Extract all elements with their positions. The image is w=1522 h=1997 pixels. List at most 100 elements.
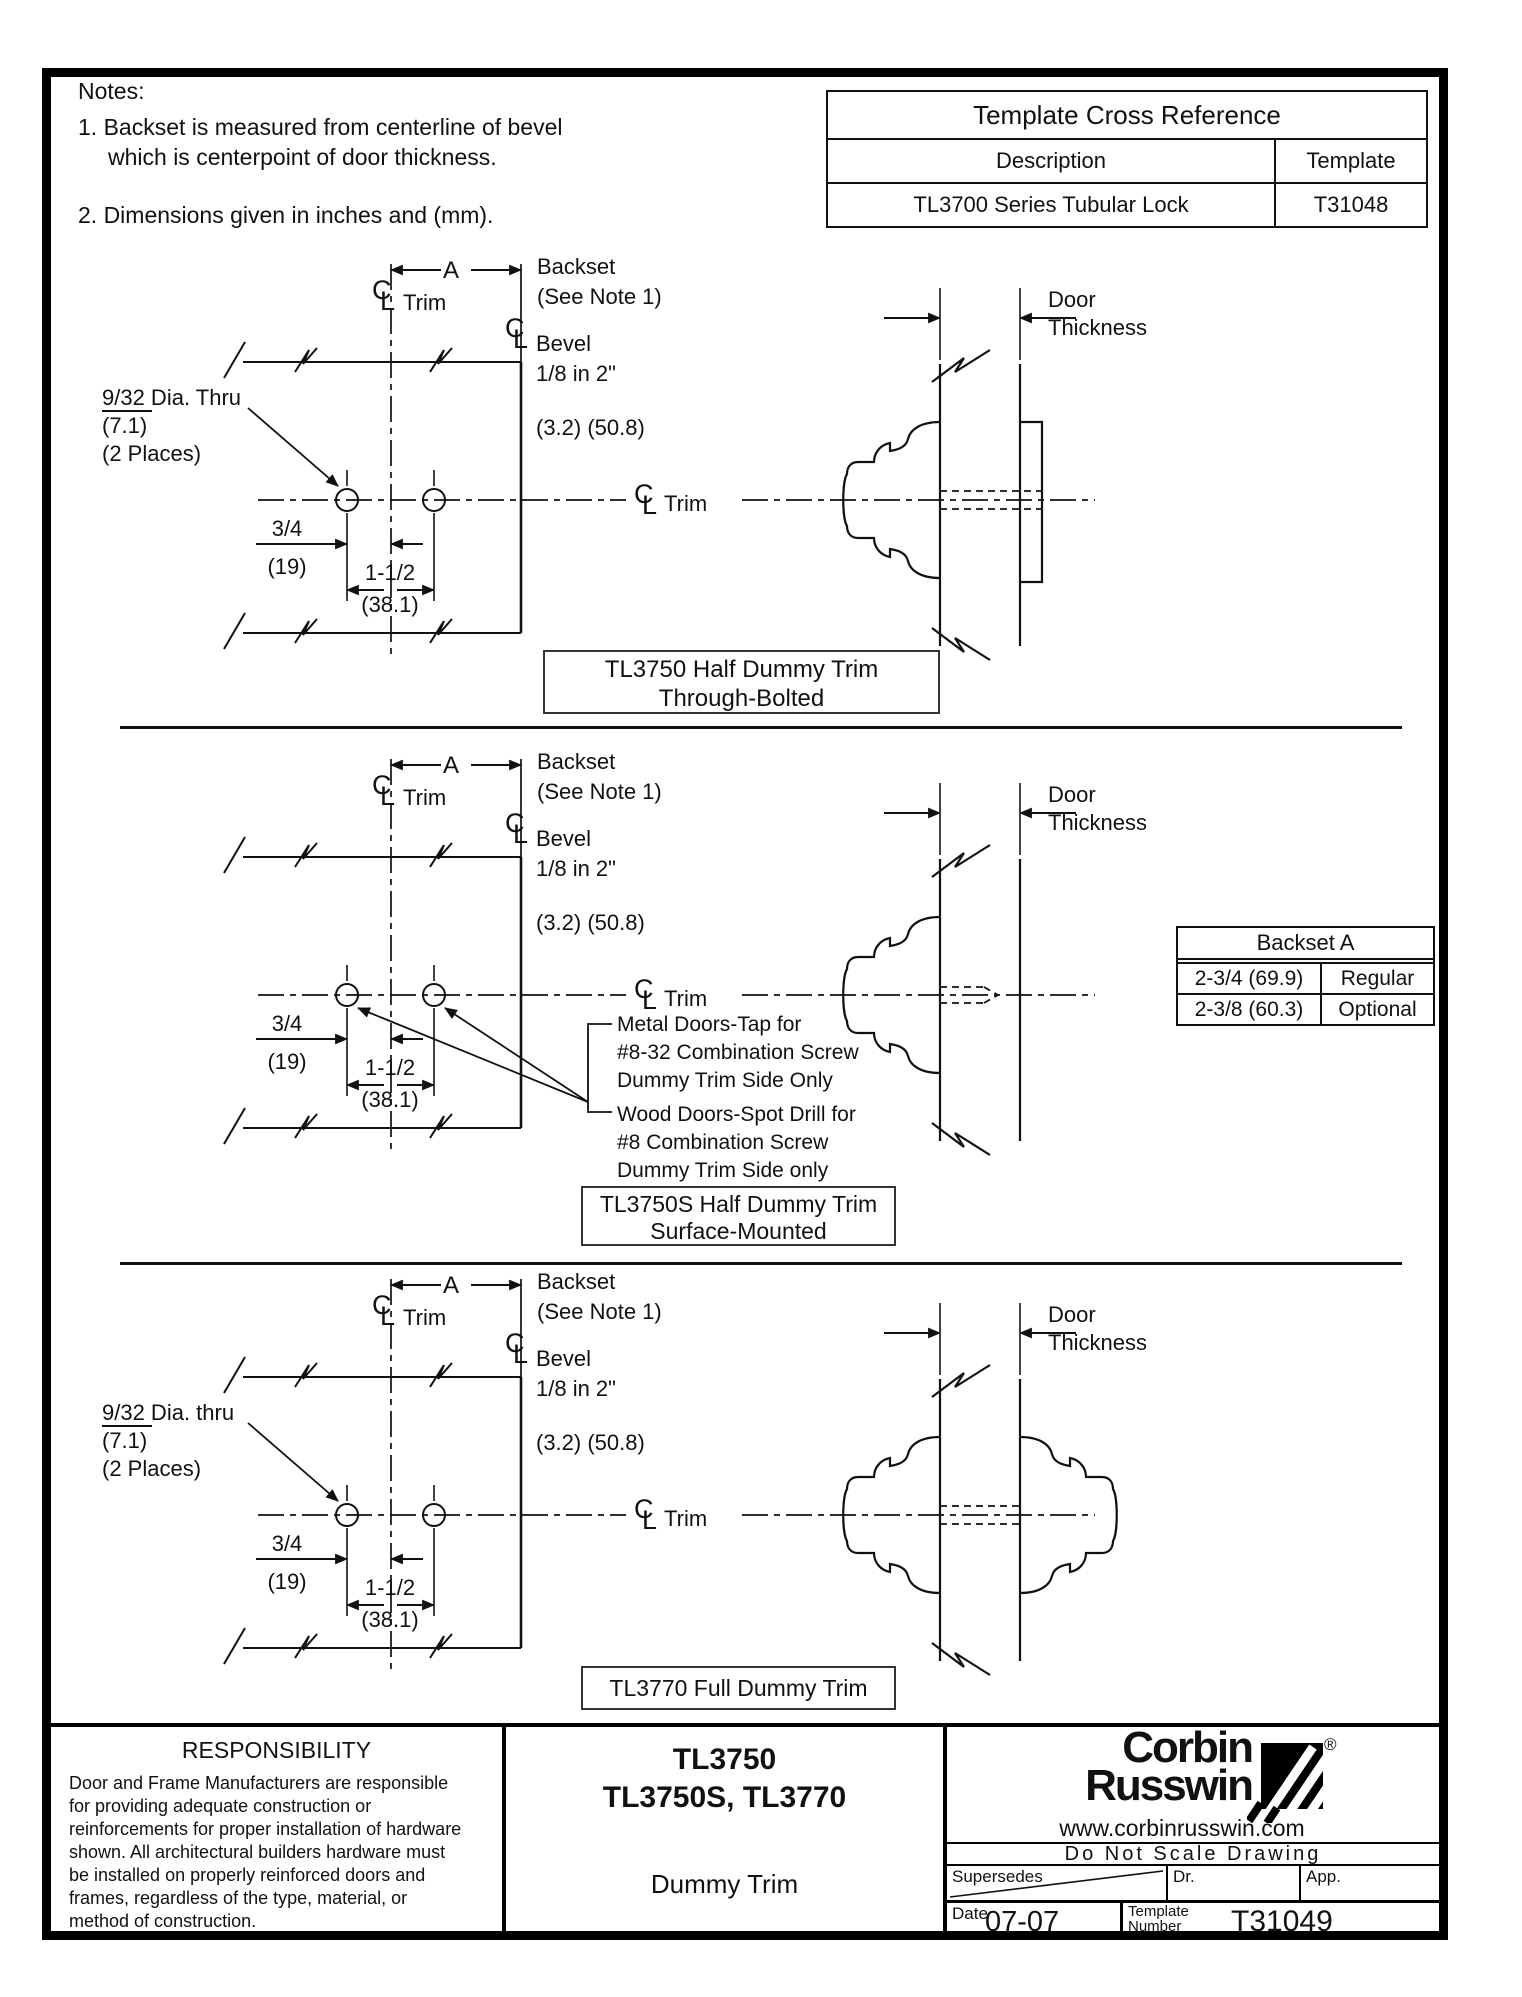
page-border [42,68,1448,1940]
corbin-russwin-logo: Corbin Russwin ® www.corbin [947,1726,1439,1842]
template-number-label: Template Number [1128,1903,1189,1935]
dim-a: A [443,257,459,284]
product-name: Dummy Trim [650,1869,799,1899]
backset-note: (See Note 1) [537,284,662,309]
responsibility-text: Door and Frame Manufacturers are respons… [69,1773,462,1931]
dim-381: (38.1) [361,592,418,617]
backset-note: (See Note 1) [537,1299,662,1324]
backset-label: Backset [537,1269,615,1294]
section-divider [120,726,1402,729]
dim-19: (19) [267,1049,306,1074]
bevel-frac: 1/8 in 2" [536,856,616,881]
svg-text:L: L [380,1301,395,1331]
trim-mid-label: Trim [664,986,707,1011]
xref-col-description: Description [828,140,1276,182]
app-cell: App. [1299,1866,1439,1900]
dim-19: (19) [267,554,306,579]
table-row: 2-3/4 (69.9) Regular [1178,964,1433,993]
dim-34: 3/4 [272,1011,303,1036]
dia-thru-label: 9/32 Dia. Thru [102,385,241,410]
svg-text:(2 Places): (2 Places) [102,1456,201,1481]
caption-tl3770: TL3770 Full Dummy Trim [581,1666,896,1710]
supersedes-cell: Supersedes [947,1866,1166,1900]
drawing-tl3750: Backset (See Note 1) A C L Trim C L Beve… [102,254,1147,660]
model-line1: TL3750 [672,1743,777,1776]
dim-381: (38.1) [361,1607,418,1632]
thickness-label: Thickness [1048,315,1147,340]
bevel-label: Bevel [536,1346,591,1371]
bevel-label: Bevel [536,331,591,356]
screw-notes: Metal Doors-Tap for #8-32 Combination Sc… [617,1013,859,1182]
section-divider [120,1262,1402,1265]
svg-text:L: L [380,286,395,316]
date-cell: Date 07-07 [947,1903,1120,1938]
centerline-symbol: C [505,313,525,343]
xref-col-template: Template [1306,148,1396,173]
date-value: 07-07 [985,1906,1060,1938]
centerline-symbol: C [372,770,392,800]
supersedes-strike [949,1870,1164,1898]
dim-a: A [443,752,459,779]
backplate [1020,420,1044,584]
bevel-frac: 1/8 in 2" [536,1376,616,1401]
svg-text:Dummy Trim Side only: Dummy Trim Side only [617,1159,829,1182]
title-block: RESPONSIBILITY Door and Frame Manufactur… [51,1723,1439,1938]
note-bracket [587,1023,612,1113]
svg-text:L: L [642,985,657,1015]
backset-label: Backset [537,749,615,774]
backset-title: Backset A [1178,928,1433,960]
centerline-symbol: C [372,275,392,305]
xref-description: TL3700 Series Tubular Lock [828,184,1276,226]
notes: Notes: 1. Backset is measured from cente… [78,76,678,230]
dim-a: A [443,1272,459,1299]
table-row: 2-3/8 (60.3) Optional [1178,993,1433,1024]
svg-text:L: L [513,324,528,354]
svg-text:L: L [513,819,528,849]
brand-cell: Corbin Russwin ® www.corbin [947,1726,1439,1938]
centerline-symbol: C [634,974,654,1004]
trim-cl-label: Trim [403,1305,446,1330]
svg-text:#8-32 Combination Screw: #8-32 Combination Screw [617,1041,859,1064]
centerline-symbol: C [634,479,654,509]
door-label: Door [1048,1302,1096,1327]
bevel-mm: (3.2) (50.8) [536,910,645,935]
dim-112: 1-1/2 [365,1575,415,1600]
model-cell: TL3750 TL3750S, TL3770 Dummy Trim [506,1727,947,1931]
svg-text:L: L [642,1505,657,1535]
registered-mark: ® [1324,1735,1337,1754]
note-2: 2. Dimensions given in inches and (mm). [78,202,494,228]
door-label: Door [1048,782,1096,807]
drawing-tl3770: Backset (See Note 1) A C L Trim C L Beve… [102,1269,1147,1675]
notes-title: Notes: [78,78,145,104]
xref-header-row: Description Template [828,140,1426,182]
dim-381: (38.1) [361,1087,418,1112]
centerline-symbol: C [372,1290,392,1320]
drawing-tl3750s: Backset (See Note 1) A C L Trim C L Beve… [224,749,1147,1182]
date-label: Date [952,1904,988,1923]
thickness-label: Thickness [1048,1330,1147,1355]
xref-data-row: TL3700 Series Tubular Lock T31048 [828,182,1426,226]
door-label: Door [1048,287,1096,312]
centerline-symbol: C [505,1328,525,1358]
bevel-frac: 1/8 in 2" [536,361,616,386]
do-not-scale: Do Not Scale Drawing [947,1842,1439,1866]
logo-stripes-icon [1247,1743,1323,1823]
dim-34: 3/4 [272,516,303,541]
note-1-cont: which is centerpoint of door thickness. [108,144,497,170]
note-1: 1. Backset is measured from centerline o… [78,114,563,140]
trim-mid-label: Trim [664,491,707,516]
svg-text:Wood Doors-Spot Drill for: Wood Doors-Spot Drill for [617,1103,856,1126]
svg-text:#8 Combination Screw: #8 Combination Screw [617,1131,829,1154]
svg-text:L: L [642,490,657,520]
caption-tl3750: TL3750 Half Dummy Trim Through-Bolted [543,650,940,714]
centerline-symbol: C [505,808,525,838]
template-number-value: T31049 [1231,1905,1333,1938]
thickness-label: Thickness [1048,810,1147,835]
model-line2: TL3750S, TL3770 [602,1781,847,1814]
backset-table: Backset A 2-3/4 (69.9) Regular 2-3/8 (60… [1176,926,1435,1026]
approval-row: Supersedes Dr. App. [947,1866,1439,1900]
svg-text:Dummy Trim Side Only: Dummy Trim Side Only [617,1069,833,1092]
cross-reference-table: Template Cross Reference Description Tem… [826,90,1428,228]
